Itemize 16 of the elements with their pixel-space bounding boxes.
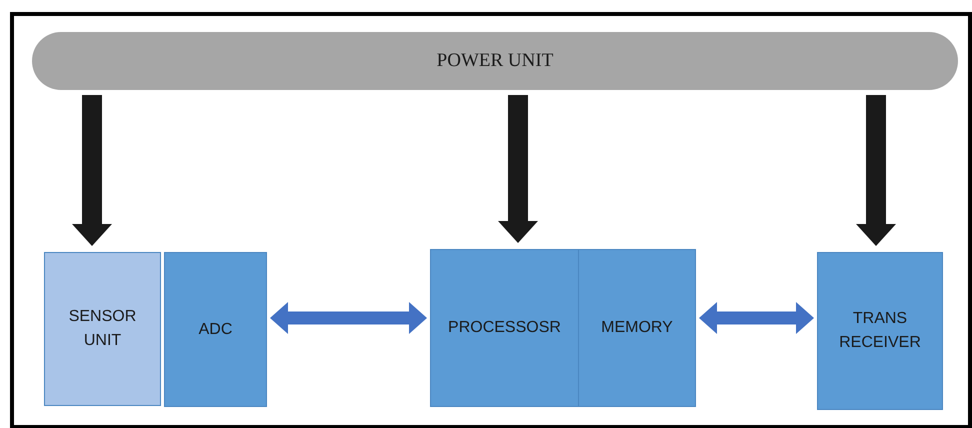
arrow — [498, 95, 538, 243]
arrow — [699, 302, 814, 334]
arrow — [72, 95, 112, 246]
sensor-box — [44, 252, 161, 406]
box-label: TRANS RECEIVER — [838, 309, 922, 353]
transceiver-box — [817, 252, 943, 410]
title-label: POWER UNIT — [436, 48, 554, 73]
memory-box — [578, 249, 696, 407]
arrow — [856, 95, 896, 246]
processor-box — [430, 249, 579, 407]
box-label: ADC — [198, 320, 232, 340]
arrow — [270, 302, 427, 334]
box-label: PROCESSOSR — [448, 318, 561, 338]
adc-box — [164, 252, 267, 407]
box-label: SENSOR UNIT — [68, 307, 138, 351]
box-label: MEMORY — [601, 318, 673, 338]
